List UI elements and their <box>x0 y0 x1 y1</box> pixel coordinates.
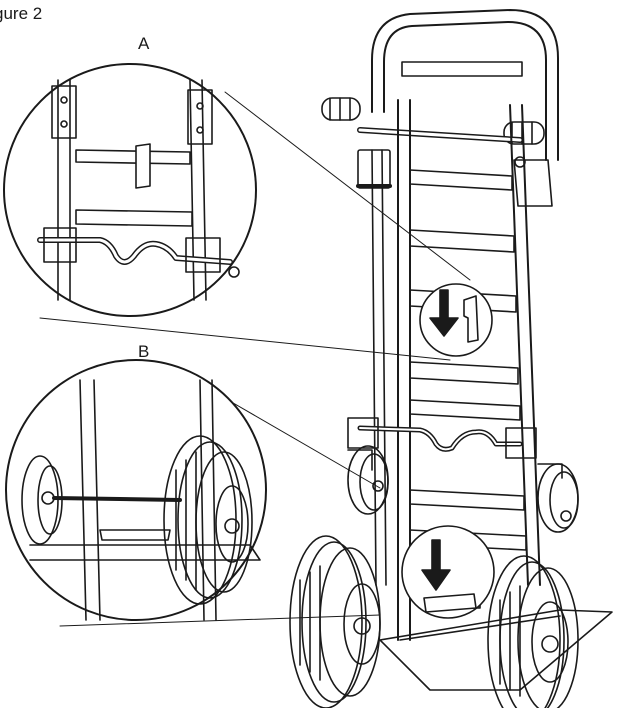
callout-label-a: A <box>138 34 150 53</box>
left-caster-wheel <box>347 445 389 515</box>
frame-inset-circle <box>419 283 493 357</box>
base-inset-circle <box>401 525 495 619</box>
cross-bars <box>409 169 527 551</box>
leader-lines <box>39 91 471 627</box>
right-main-wheel <box>487 555 579 708</box>
callout-label-b: B <box>138 342 150 361</box>
left-main-wheel <box>289 535 381 708</box>
left-grip <box>321 97 361 121</box>
figure-title: gure 2 <box>0 4 43 23</box>
hand-truck <box>289 9 613 708</box>
detail-b-wheel <box>163 435 253 605</box>
detail-circle-b <box>5 359 267 621</box>
right-caster-wheel <box>537 463 579 533</box>
detail-circle-a <box>3 63 257 317</box>
